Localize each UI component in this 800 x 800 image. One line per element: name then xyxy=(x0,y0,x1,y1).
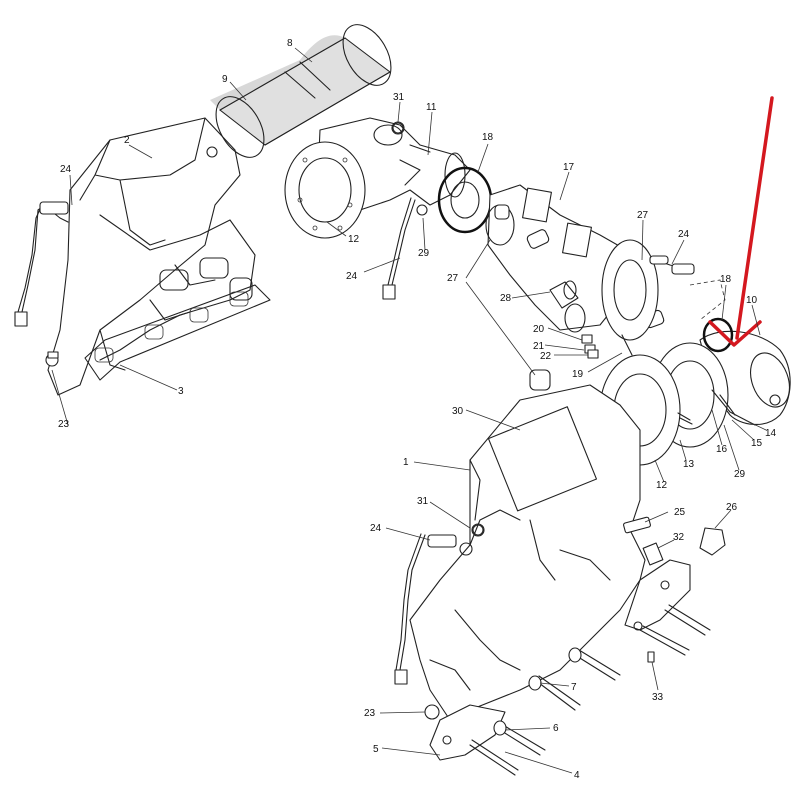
o-ring-lower xyxy=(472,524,484,536)
callout-24-left: 24 xyxy=(60,164,72,175)
callout-33: 33 xyxy=(652,692,664,703)
callout-7: 7 xyxy=(571,682,577,693)
flange-gasket-upper xyxy=(284,141,366,239)
callout-26: 26 xyxy=(726,502,738,513)
callout-2: 2 xyxy=(124,135,130,146)
leader-lines xyxy=(51,47,767,774)
callout-20: 20 xyxy=(533,324,545,335)
o-ring-upper xyxy=(392,122,404,134)
flange-plate-right xyxy=(601,239,659,341)
callout-29-middle: 29 xyxy=(418,248,430,259)
drain-plug-lower xyxy=(424,704,440,720)
sensor-hose-middle xyxy=(382,197,428,300)
callout-13: 13 xyxy=(683,459,695,470)
sensor-hose-lower xyxy=(394,533,473,685)
callout-23-lower: 23 xyxy=(364,708,376,719)
long-bolts xyxy=(469,604,711,776)
callout-25: 25 xyxy=(674,507,686,518)
callout-12-lower: 12 xyxy=(656,480,668,491)
callout-22: 22 xyxy=(540,351,552,362)
callout-14: 14 xyxy=(765,428,777,439)
callout-3: 3 xyxy=(178,386,184,397)
callout-29-right: 29 xyxy=(734,469,746,480)
sleeve-couplings xyxy=(494,204,665,391)
manifold-gasket xyxy=(84,284,271,381)
callout-16: 16 xyxy=(716,444,728,455)
callout-31-lower: 31 xyxy=(417,496,429,507)
callout-19: 19 xyxy=(572,369,584,380)
callout-31-upper: 31 xyxy=(393,92,405,103)
callout-15: 15 xyxy=(751,438,763,449)
callout-11: 11 xyxy=(426,102,437,113)
gasket-ring-lower xyxy=(702,317,734,353)
callout-10: 10 xyxy=(746,295,758,306)
callout-4: 4 xyxy=(574,770,580,781)
mixing-pipe xyxy=(485,184,636,333)
callout-24-lower: 24 xyxy=(370,523,382,534)
callout-24-right: 24 xyxy=(678,229,690,240)
callout-8: 8 xyxy=(287,38,293,49)
callout-9: 9 xyxy=(222,74,228,85)
callout-27-right: 27 xyxy=(637,210,649,221)
callout-28: 28 xyxy=(500,293,512,304)
cylinder-jacket xyxy=(210,24,392,158)
callout-23-upper: 23 xyxy=(58,419,70,430)
callout-18-lower: 18 xyxy=(720,274,732,285)
callout-12-upper: 12 xyxy=(348,234,360,245)
callout-27-left: 27 xyxy=(447,273,459,284)
callout-17: 17 xyxy=(563,162,575,173)
grease-fitting xyxy=(647,651,655,663)
exhaust-manifold-upper xyxy=(47,117,256,396)
callout-21: 21 xyxy=(533,341,545,352)
temperature-sensor xyxy=(623,516,651,534)
sensor-hose-left xyxy=(14,201,69,327)
connector-hose xyxy=(549,280,579,309)
callout-labels: 1 2 3 4 5 6 7 8 9 10 11 12 12 13 14 15 1… xyxy=(58,38,777,781)
callout-32: 32 xyxy=(673,532,685,543)
sensor-hose-right xyxy=(649,255,695,275)
callout-24-middle: 24 xyxy=(346,271,358,282)
exhaust-manifold-lower xyxy=(409,384,646,721)
label-decal xyxy=(642,542,664,566)
callout-5: 5 xyxy=(373,744,379,755)
callout-1: 1 xyxy=(403,457,409,468)
callout-6: 6 xyxy=(553,723,559,734)
callout-30: 30 xyxy=(452,406,464,417)
drain-plug-left xyxy=(45,351,59,367)
bolt-hardware-small xyxy=(581,334,633,359)
callout-18-upper: 18 xyxy=(482,132,494,143)
elbow-fitting xyxy=(699,527,726,556)
highlight-arrow xyxy=(708,96,774,347)
